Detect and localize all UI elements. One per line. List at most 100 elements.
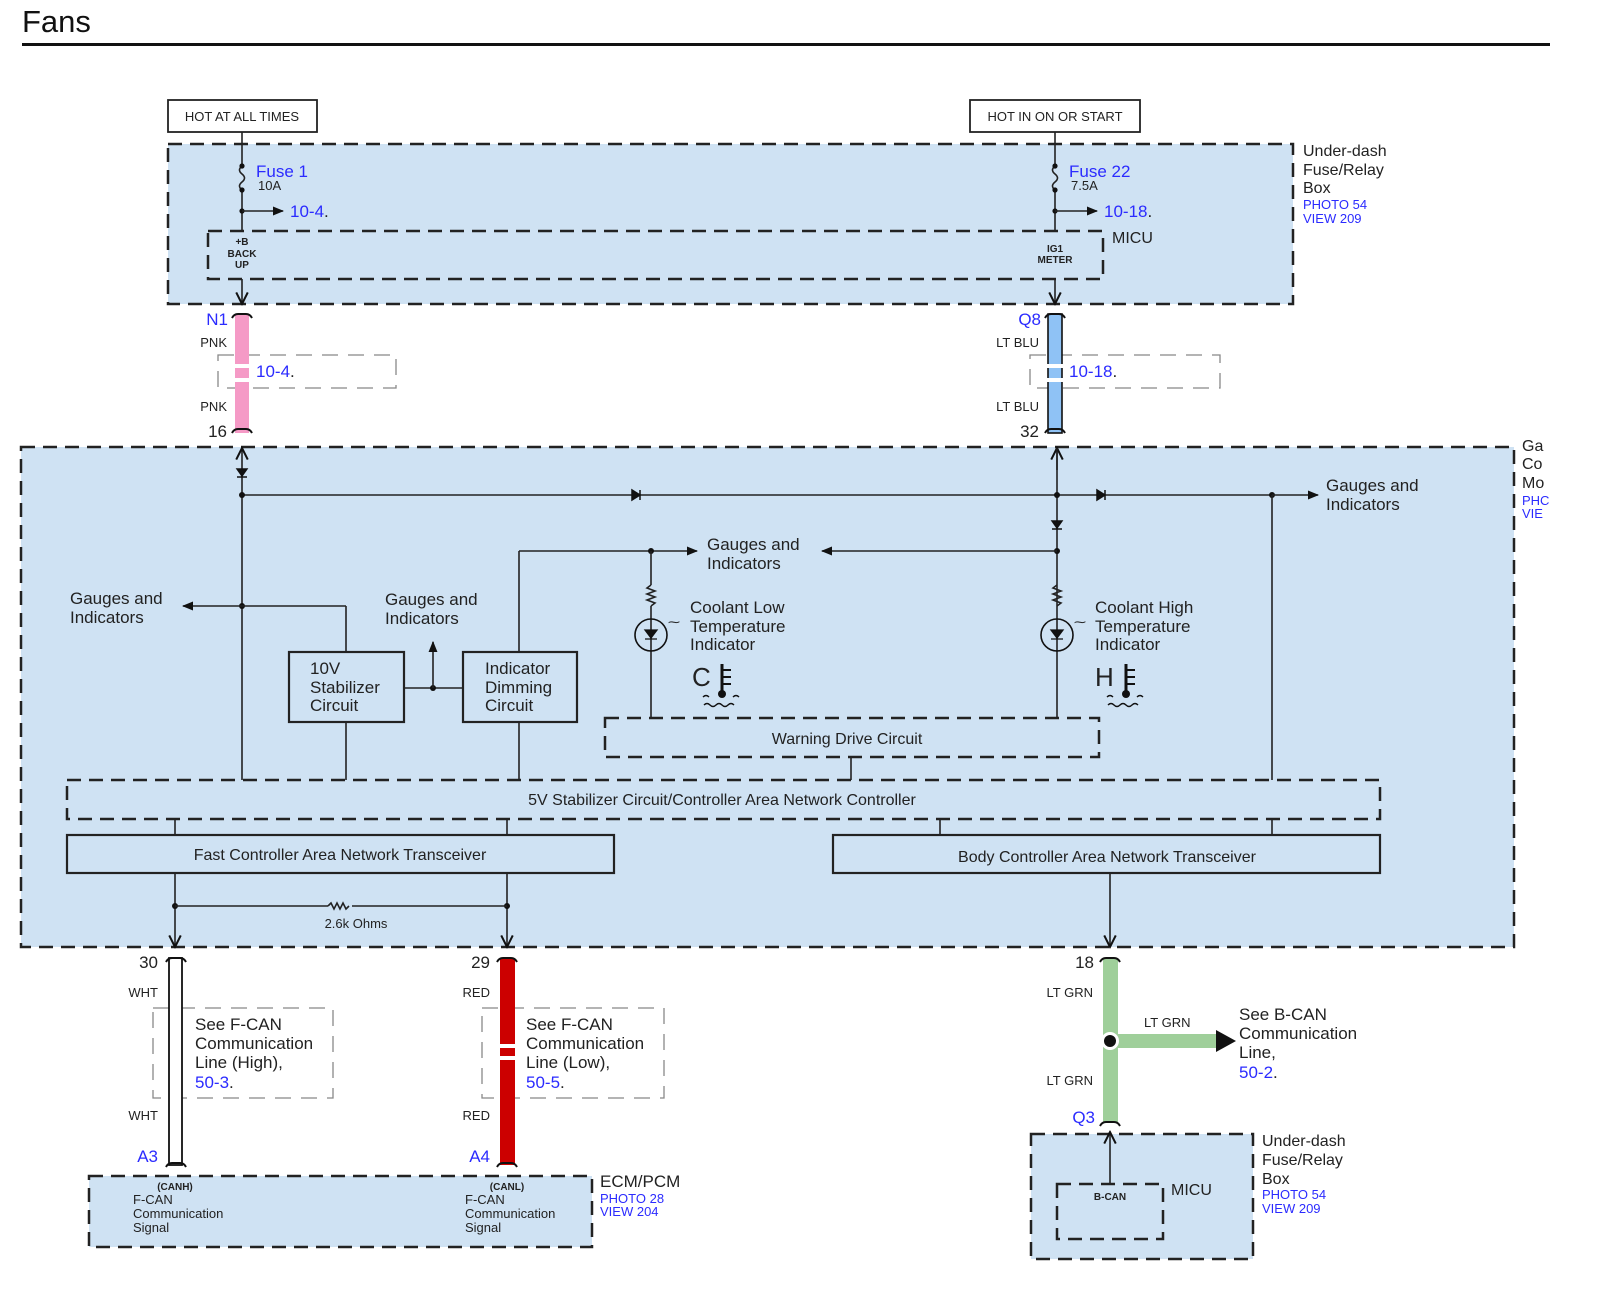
connector-n1: N1 PNK 10-4. PNK 16 bbox=[200, 310, 397, 441]
svg-text:F-CAN: F-CAN bbox=[465, 1192, 505, 1207]
wire-wht bbox=[168, 957, 183, 1166]
svg-text:⁓: ⁓ bbox=[1074, 615, 1086, 629]
svg-text:Gauges and: Gauges and bbox=[707, 535, 800, 554]
bottom-view-link[interactable]: VIEW 209 bbox=[1262, 1201, 1321, 1216]
wire-lt-grn-branch bbox=[1118, 1034, 1218, 1048]
fuse-22-icon bbox=[1051, 165, 1059, 191]
hot-in-on-or-start-label: HOT IN ON OR START bbox=[969, 99, 1141, 133]
svg-text:LT GRN: LT GRN bbox=[1047, 985, 1093, 1000]
svg-text:Stabilizer: Stabilizer bbox=[310, 678, 380, 697]
svg-text:Indicator: Indicator bbox=[485, 659, 551, 678]
indicator-dimming-circuit bbox=[461, 650, 579, 724]
svg-text:Co: Co bbox=[1522, 456, 1543, 473]
ecm-view-link[interactable]: VIEW 204 bbox=[600, 1204, 659, 1219]
svg-text:MICU: MICU bbox=[1171, 1182, 1212, 1199]
body-can-transceiver bbox=[831, 833, 1382, 875]
svg-text:See F-CAN: See F-CAN bbox=[526, 1015, 613, 1034]
svg-text:16: 16 bbox=[208, 422, 227, 441]
svg-text:32: 32 bbox=[1020, 422, 1039, 441]
fuse-22-ref-link[interactable]: 10-18. bbox=[1104, 202, 1152, 221]
svg-text:Mo: Mo bbox=[1522, 475, 1544, 492]
diode-icon bbox=[1096, 488, 1107, 502]
svg-text:5V Stabilizer Circuit/Controll: 5V Stabilizer Circuit/Controller Area Ne… bbox=[528, 792, 916, 809]
underdash-fuse-relay-box-top: MICU Under-dash Fuse/Relay Box PHOTO 54 … bbox=[166, 132, 1387, 304]
svg-text:Communication: Communication bbox=[195, 1034, 313, 1053]
hot-at-all-times-label: HOT AT ALL TIMES bbox=[167, 99, 318, 133]
svg-text:Coolant Low: Coolant Low bbox=[690, 598, 785, 617]
svg-text:VIE: VIE bbox=[1522, 506, 1543, 521]
svg-text:Coolant High: Coolant High bbox=[1095, 598, 1193, 617]
svg-text:Box: Box bbox=[1262, 1171, 1290, 1188]
svg-text:UP: UP bbox=[235, 260, 249, 271]
fuse-1-ref-link[interactable]: 10-4. bbox=[290, 202, 329, 221]
connector-q8: Q8 LT BLU 10-18. LT BLU 32 bbox=[996, 310, 1221, 441]
wire-lt-blu bbox=[1047, 313, 1063, 434]
svg-text:See F-CAN: See F-CAN bbox=[195, 1015, 282, 1034]
svg-text:Indicators: Indicators bbox=[385, 609, 459, 628]
connector-b-can: 18 LT GRN LT GRN LT GRN Q3 See B-CAN Com… bbox=[1047, 953, 1358, 1127]
gauge-control-module: Ga Co Mo PHC VIE Gauges and Indicators G… bbox=[19, 438, 1549, 947]
svg-text:Ga: Ga bbox=[1522, 438, 1543, 455]
svg-text:Fuse/Relay: Fuse/Relay bbox=[1262, 1152, 1343, 1169]
fuse-1-label[interactable]: Fuse 1 bbox=[256, 162, 308, 181]
svg-text:(CANH): (CANH) bbox=[157, 1182, 193, 1193]
fuse-1-rating: 10A bbox=[258, 178, 281, 193]
svg-text:N1: N1 bbox=[206, 310, 228, 329]
ecm-photo-link[interactable]: PHOTO 28 bbox=[600, 1191, 664, 1206]
photo-link[interactable]: PHOTO 54 bbox=[1303, 197, 1367, 212]
bottom-photo-link[interactable]: PHOTO 54 bbox=[1262, 1187, 1326, 1202]
svg-text:Temperature: Temperature bbox=[1095, 617, 1190, 636]
ecm-pcm-box: ECM/PCM PHOTO 28 VIEW 204 (CANH) F-CAN C… bbox=[87, 1172, 680, 1249]
svg-text:HOT IN ON OR START: HOT IN ON OR START bbox=[987, 109, 1122, 124]
svg-text:Circuit: Circuit bbox=[485, 696, 533, 715]
svg-text:LT BLU: LT BLU bbox=[996, 335, 1039, 350]
svg-text:Indicators: Indicators bbox=[70, 608, 144, 627]
svg-text:Circuit: Circuit bbox=[310, 696, 358, 715]
svg-text:2.6k Ohms: 2.6k Ohms bbox=[325, 916, 388, 931]
svg-text:A4: A4 bbox=[469, 1147, 490, 1166]
svg-text:Gauges and: Gauges and bbox=[1326, 476, 1419, 495]
resistor-icon bbox=[327, 901, 350, 911]
connector-a3: 30 WHT See F-CAN Communication Line (Hig… bbox=[128, 953, 334, 1168]
svg-text:PNK: PNK bbox=[200, 399, 227, 414]
svg-text:29: 29 bbox=[471, 953, 490, 972]
svg-text:Line,: Line, bbox=[1239, 1043, 1276, 1062]
n1-ref-link[interactable]: 10-4. bbox=[256, 362, 295, 381]
svg-text:Signal: Signal bbox=[465, 1220, 501, 1235]
a4-ref-link[interactable]: 50-5. bbox=[526, 1073, 565, 1092]
svg-text:Indicator: Indicator bbox=[1095, 635, 1161, 654]
title-rule bbox=[22, 43, 1550, 46]
svg-text:C: C bbox=[692, 662, 711, 692]
bcan-ref-link[interactable]: 50-2. bbox=[1239, 1063, 1278, 1082]
svg-text:RED: RED bbox=[463, 985, 490, 1000]
svg-text:⁓: ⁓ bbox=[668, 615, 680, 629]
indicator-lamp-icon bbox=[634, 618, 668, 652]
svg-text:HOT AT ALL TIMES: HOT AT ALL TIMES bbox=[185, 109, 299, 124]
svg-text:WHT: WHT bbox=[128, 1108, 158, 1123]
warning-drive-circuit bbox=[603, 716, 1101, 759]
svg-text:PHC: PHC bbox=[1522, 493, 1549, 508]
a3-ref-link[interactable]: 50-3. bbox=[195, 1073, 234, 1092]
svg-text:Temperature: Temperature bbox=[690, 617, 785, 636]
svg-text:H: H bbox=[1095, 662, 1114, 692]
view-link[interactable]: VIEW 209 bbox=[1303, 211, 1362, 226]
wire-red bbox=[500, 958, 515, 1165]
svg-text:Line (High),: Line (High), bbox=[195, 1053, 283, 1072]
5v-stabilizer-can-controller bbox=[65, 778, 1382, 821]
fuse-22-label[interactable]: Fuse 22 bbox=[1069, 162, 1130, 181]
coolant-temp-symbol-icon: H bbox=[1095, 662, 1144, 708]
svg-text:Communication: Communication bbox=[1239, 1024, 1357, 1043]
svg-text:Warning Drive Circuit: Warning Drive Circuit bbox=[772, 731, 923, 748]
svg-text:F-CAN: F-CAN bbox=[133, 1192, 173, 1207]
coolant-temp-symbol-icon: C bbox=[692, 662, 740, 708]
svg-text:Dimming: Dimming bbox=[485, 678, 552, 697]
svg-text:See B-CAN: See B-CAN bbox=[1239, 1005, 1327, 1024]
svg-text:+B: +B bbox=[235, 237, 248, 248]
svg-text:30: 30 bbox=[139, 953, 158, 972]
svg-text:10V: 10V bbox=[310, 659, 341, 678]
box-name-line-3: Box bbox=[1303, 180, 1331, 197]
q8-ref-link[interactable]: 10-18. bbox=[1069, 362, 1117, 381]
svg-text:Line (Low),: Line (Low), bbox=[526, 1053, 610, 1072]
svg-text:Gauges and: Gauges and bbox=[385, 590, 478, 609]
svg-text:Fast Controller Area Network T: Fast Controller Area Network Transceiver bbox=[194, 847, 487, 864]
